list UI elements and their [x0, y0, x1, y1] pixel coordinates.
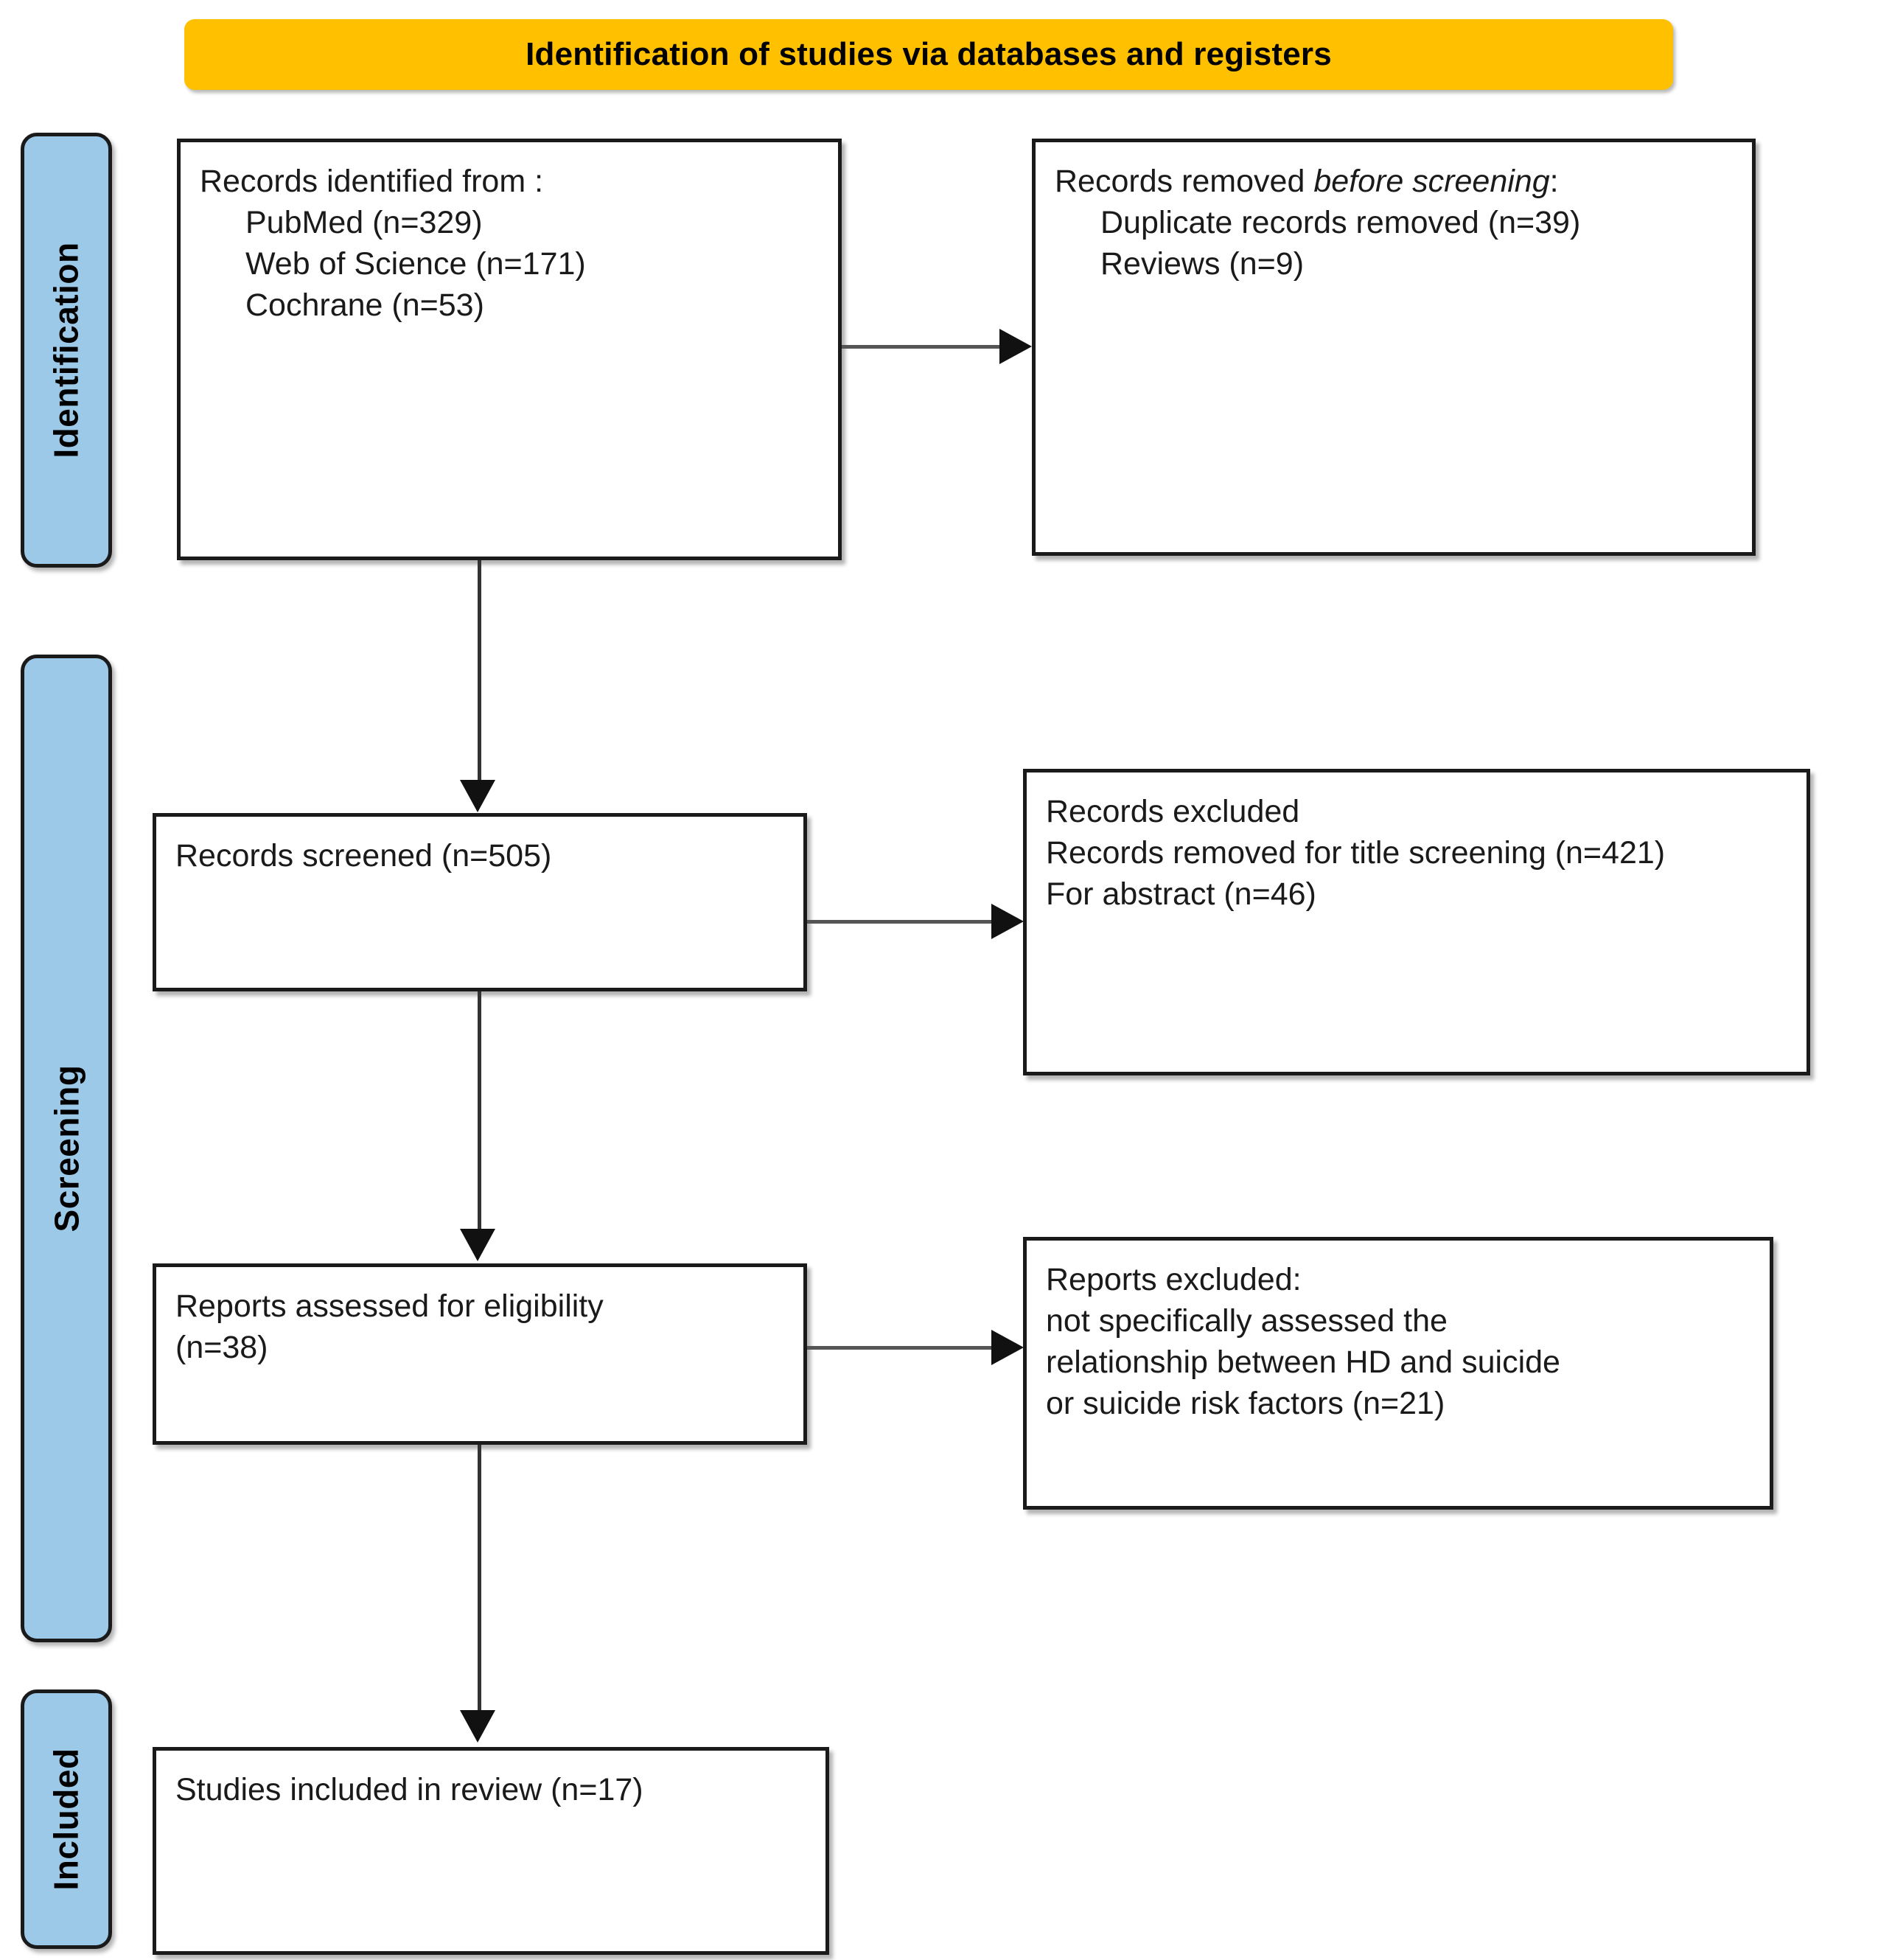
records-excluded-heading: Records excluded [1046, 794, 1300, 829]
records-identified-heading: Records identified from : [200, 164, 544, 199]
box-studies-included-in-review: Studies included in review (n=17) [153, 1747, 829, 1955]
section-banner: Identification of studies via databases … [184, 19, 1673, 90]
reports-excluded-reason-line2: relationship between HD and suicide [1046, 1344, 1560, 1380]
records-screened-text: Records screened (n=505) [175, 838, 552, 873]
box-reports-assessed-for-eligibility: Reports assessed for eligibility (n=38) [153, 1263, 807, 1445]
box-records-identified: Records identified from : PubMed (n=329)… [177, 139, 842, 560]
records-removed-heading: Records removed before screening: [1055, 161, 1733, 203]
records-removed-heading-pre: Records removed [1055, 164, 1314, 199]
records-removed-reviews: Reviews (n=9) [1100, 245, 1305, 282]
stage-label-included: Included [21, 1689, 112, 1949]
box-reports-excluded: Reports excluded: not specifically asses… [1023, 1237, 1773, 1510]
box-records-screened: Records screened (n=505) [153, 813, 807, 991]
stage-label-identification: Identification [21, 133, 112, 568]
records-identified-web-of-science: Web of Science (n=171) [245, 245, 586, 282]
reports-excluded-reason-line1: not specifically assessed the [1046, 1302, 1448, 1339]
eligibility-heading: Reports assessed for eligibility [175, 1288, 604, 1324]
records-removed-duplicates: Duplicate records removed (n=39) [1100, 204, 1581, 240]
connector-screened-to-records-excluded [807, 920, 997, 924]
box-records-removed-before-screening: Records removed before screening: Duplic… [1032, 139, 1756, 556]
banner-title: Identification of studies via databases … [526, 36, 1332, 72]
reports-excluded-heading: Reports excluded: [1046, 1262, 1302, 1297]
connector-screened-to-eligibility [478, 991, 481, 1230]
records-removed-heading-emphasis: before screening [1313, 164, 1550, 199]
stage-label-identification-text: Identification [47, 242, 86, 458]
records-identified-pubmed: PubMed (n=329) [245, 204, 483, 240]
connector-eligibility-to-included [478, 1445, 481, 1712]
studies-included-text: Studies included in review (n=17) [175, 1772, 643, 1807]
connector-eligibility-to-reports-excluded [807, 1346, 997, 1350]
arrow-right-icon-screened-to-records-excluded [991, 904, 1024, 939]
stage-label-screening: Screening [21, 655, 112, 1642]
records-identified-cochrane: Cochrane (n=53) [245, 287, 484, 323]
arrow-down-icon-identified-to-screened [460, 780, 495, 812]
records-excluded-title-screening: Records removed for title screening (n=4… [1046, 834, 1666, 871]
arrow-down-icon-screened-to-eligibility [460, 1229, 495, 1261]
stage-label-screening-text: Screening [47, 1064, 86, 1232]
connector-identified-to-screened [478, 560, 481, 781]
records-excluded-abstract: For abstract (n=46) [1046, 876, 1316, 912]
stage-label-included-text: Included [47, 1748, 85, 1891]
connector-identified-to-removed [842, 345, 1007, 349]
arrow-right-icon-eligibility-to-reports-excluded [991, 1330, 1024, 1365]
reports-excluded-reason-line3: or suicide risk factors (n=21) [1046, 1385, 1445, 1421]
box-records-excluded: Records excluded Records removed for tit… [1023, 769, 1810, 1075]
records-removed-heading-post: : [1549, 164, 1559, 199]
arrow-down-icon-eligibility-to-included [460, 1710, 495, 1743]
eligibility-count: (n=38) [175, 1329, 268, 1365]
arrow-right-icon-identified-to-removed [999, 329, 1032, 364]
